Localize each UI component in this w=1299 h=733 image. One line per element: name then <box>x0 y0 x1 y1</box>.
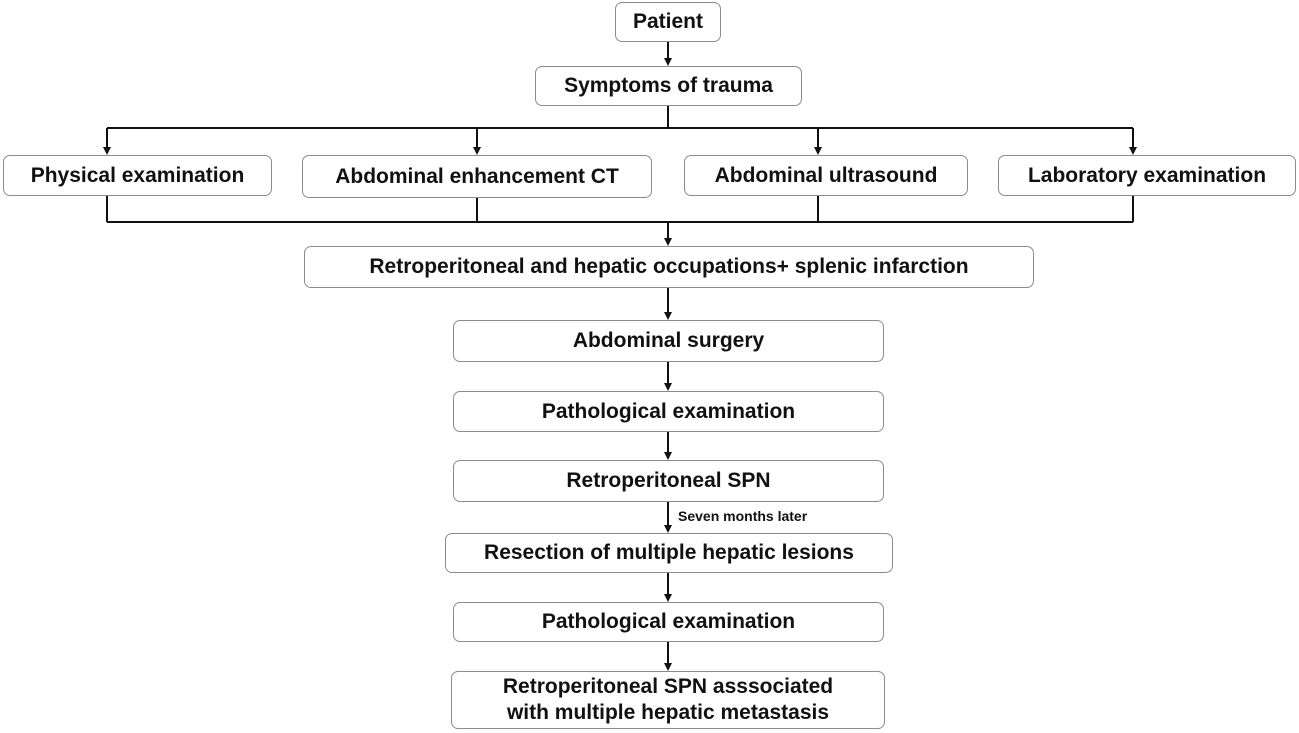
node-spn-label: Retroperitoneal SPN <box>566 469 771 492</box>
node-final-label-line1: Retroperitoneal SPN asssociated <box>502 675 834 698</box>
node-pathology1-label: Pathological examination <box>541 399 796 423</box>
node-pathological-examination-2: Pathological examination <box>453 602 884 642</box>
node-symptoms: Symptoms of trauma <box>535 66 802 106</box>
node-abdominal-surgery: Abdominal surgery <box>453 320 884 362</box>
node-patient-label: Patient <box>632 10 703 33</box>
node-occupations-label: Retroperitoneal and hepatic occupations+… <box>369 255 969 278</box>
node-pathology2-label: Pathological examination <box>541 610 796 633</box>
node-surgery-label: Abdominal surgery <box>572 329 765 352</box>
node-physical-label: Physical examination <box>30 163 245 187</box>
node-ultrasound-label: Abdominal ultrasound <box>714 163 938 187</box>
node-abdominal-ultrasound: Abdominal ultrasound <box>684 155 968 196</box>
node-ct-label: Abdominal enhancement CT <box>335 164 619 188</box>
node-resection: Resection of multiple hepatic lesions <box>445 533 893 573</box>
node-abdominal-ct: Abdominal enhancement CT <box>302 155 652 198</box>
node-physical-examination: Physical examination <box>3 155 272 196</box>
node-pathological-examination-1: Pathological examination <box>453 391 884 432</box>
node-patient: Patient <box>615 2 721 42</box>
node-resection-label: Resection of multiple hepatic lesions <box>484 541 854 564</box>
node-retroperitoneal-spn: Retroperitoneal SPN <box>453 460 884 502</box>
node-laboratory-label: Laboratory examination <box>1027 163 1267 187</box>
node-final-label-line2: with multiple hepatic metastasis <box>506 701 830 724</box>
node-final-diagnosis: Retroperitoneal SPN asssociated with mul… <box>451 671 885 729</box>
node-occupations: Retroperitoneal and hepatic occupations+… <box>304 246 1034 288</box>
node-symptoms-label: Symptoms of trauma <box>564 74 773 97</box>
node-laboratory-examination: Laboratory examination <box>998 155 1296 196</box>
edge-label-seven-months: Seven months later <box>678 508 808 524</box>
